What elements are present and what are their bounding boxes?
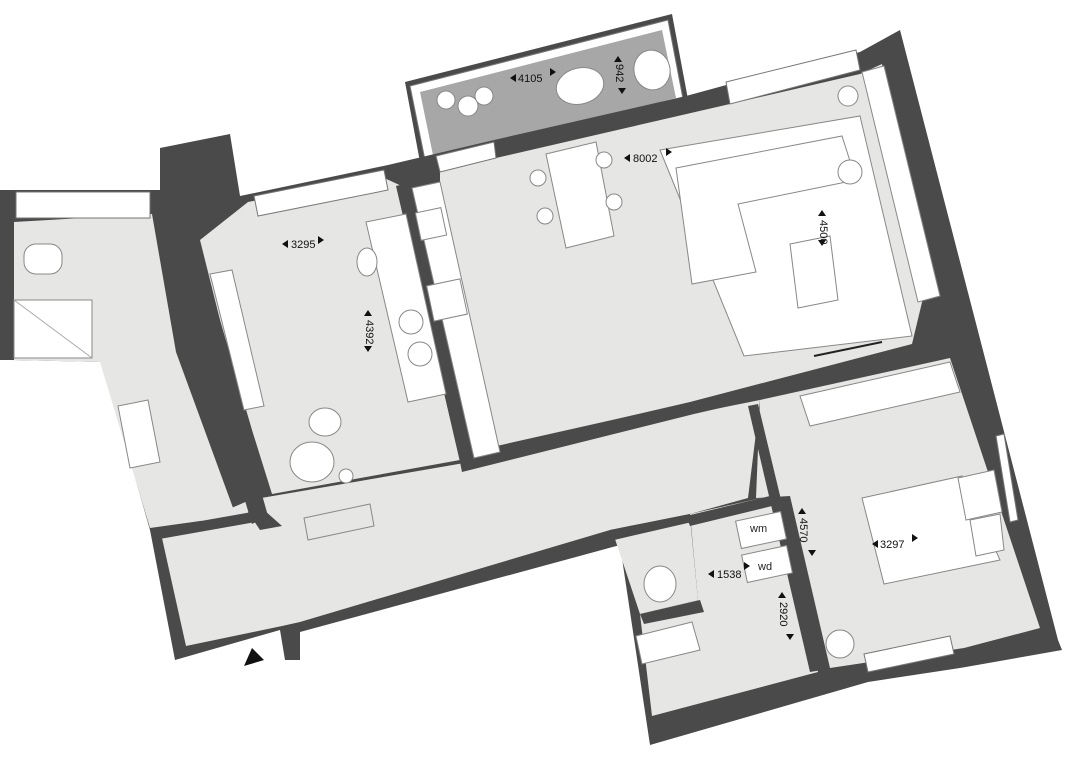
sofa — [675, 135, 857, 285]
dim-living-width: 8002 — [633, 153, 657, 165]
dimensions: 3295 4392 8002 4500 4105 942 1538 2920 4… — [282, 56, 918, 640]
living-room — [529, 65, 941, 357]
balcony — [405, 14, 690, 178]
dim-bedroom-depth: 4570 — [797, 518, 809, 542]
balcony-plants — [436, 86, 494, 117]
dim-kitchen-width: 3295 — [291, 239, 315, 251]
dim-living-depth: 4500 — [817, 220, 829, 244]
bedroom — [799, 361, 1005, 659]
interior-walls — [150, 182, 954, 672]
bathroom — [635, 510, 794, 665]
dim-kitchen-depth: 4392 — [363, 320, 375, 344]
dim-balcony-depth: 942 — [613, 64, 625, 82]
dim-bedroom-width: 3297 — [880, 539, 904, 551]
washing-machine-label: wm — [749, 523, 767, 535]
dim-utility-width: 1538 — [717, 569, 741, 581]
dining-table — [545, 141, 615, 249]
dim-balcony-width: 4105 — [518, 73, 542, 85]
entry-bathroom — [13, 243, 161, 469]
entry-arrow-icon — [244, 648, 264, 666]
balcony-lounger — [555, 49, 671, 105]
dryer-label: wd — [757, 561, 772, 573]
windows — [15, 49, 1019, 673]
kitchen — [209, 181, 501, 541]
kitchen-stool — [356, 247, 378, 277]
dim-bathroom-depth: 2920 — [777, 602, 789, 626]
